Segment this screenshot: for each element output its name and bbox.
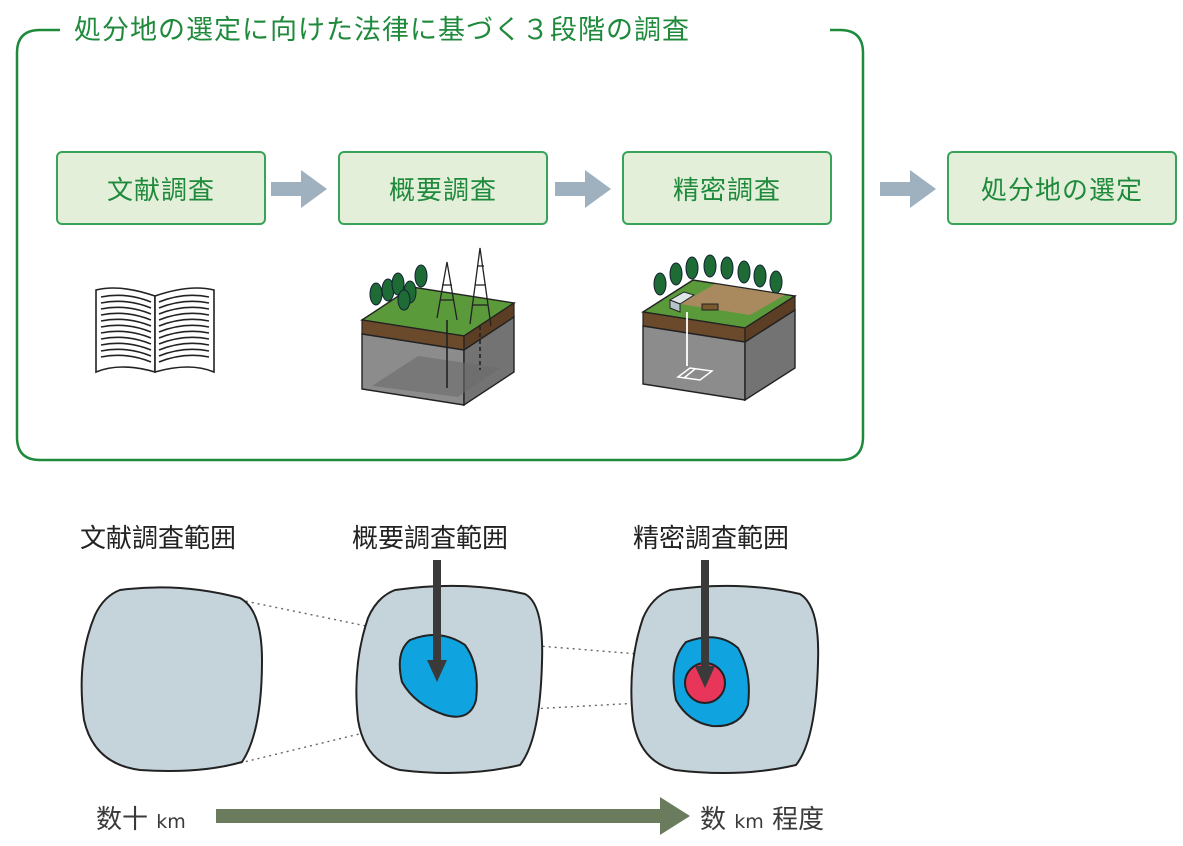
pointer-arrow-icon (427, 560, 447, 682)
stage-label: 文献調査 (106, 175, 215, 206)
result-site-selection: 処分地の選定 (947, 151, 1177, 225)
scale-arrow-icon (216, 797, 690, 835)
borehole-tower-icon (360, 247, 516, 407)
stage-frame (15, 28, 865, 462)
stage-overview-survey: 概要調査 (338, 151, 548, 225)
scale-start: 数十 km (96, 799, 186, 836)
stage-label: 精密調査 (672, 175, 781, 206)
pointer-arrow-icon (695, 560, 715, 688)
literature-survey-area (80, 586, 264, 772)
step-arrow-icon (271, 170, 327, 208)
scale-start-number: 数十 (96, 805, 149, 835)
area-label-overview: 概要調査範囲 (352, 524, 509, 554)
step-arrow-icon (555, 170, 611, 208)
open-book-icon (95, 287, 215, 374)
underground-facility-icon (641, 254, 797, 402)
scale-start-unit: km (156, 811, 186, 833)
scale-end-suffix: 程度 (772, 805, 825, 835)
scale-end: 数 km 程度 (700, 799, 824, 836)
scale-end-unit: km (734, 811, 764, 833)
frame-title: 処分地の選定に向けた法律に基づく３段階の調査 (64, 8, 700, 47)
area-label-detailed: 精密調査範囲 (633, 524, 790, 554)
stage-literature-survey: 文献調査 (56, 151, 266, 225)
stage-label: 概要調査 (388, 175, 497, 206)
stage-detailed-survey: 精密調査 (622, 151, 832, 225)
area-label-literature: 文献調査範囲 (80, 524, 237, 554)
step-arrow-icon (880, 170, 936, 208)
result-label: 処分地の選定 (980, 175, 1143, 206)
scale-end-number: 数 (700, 805, 727, 835)
